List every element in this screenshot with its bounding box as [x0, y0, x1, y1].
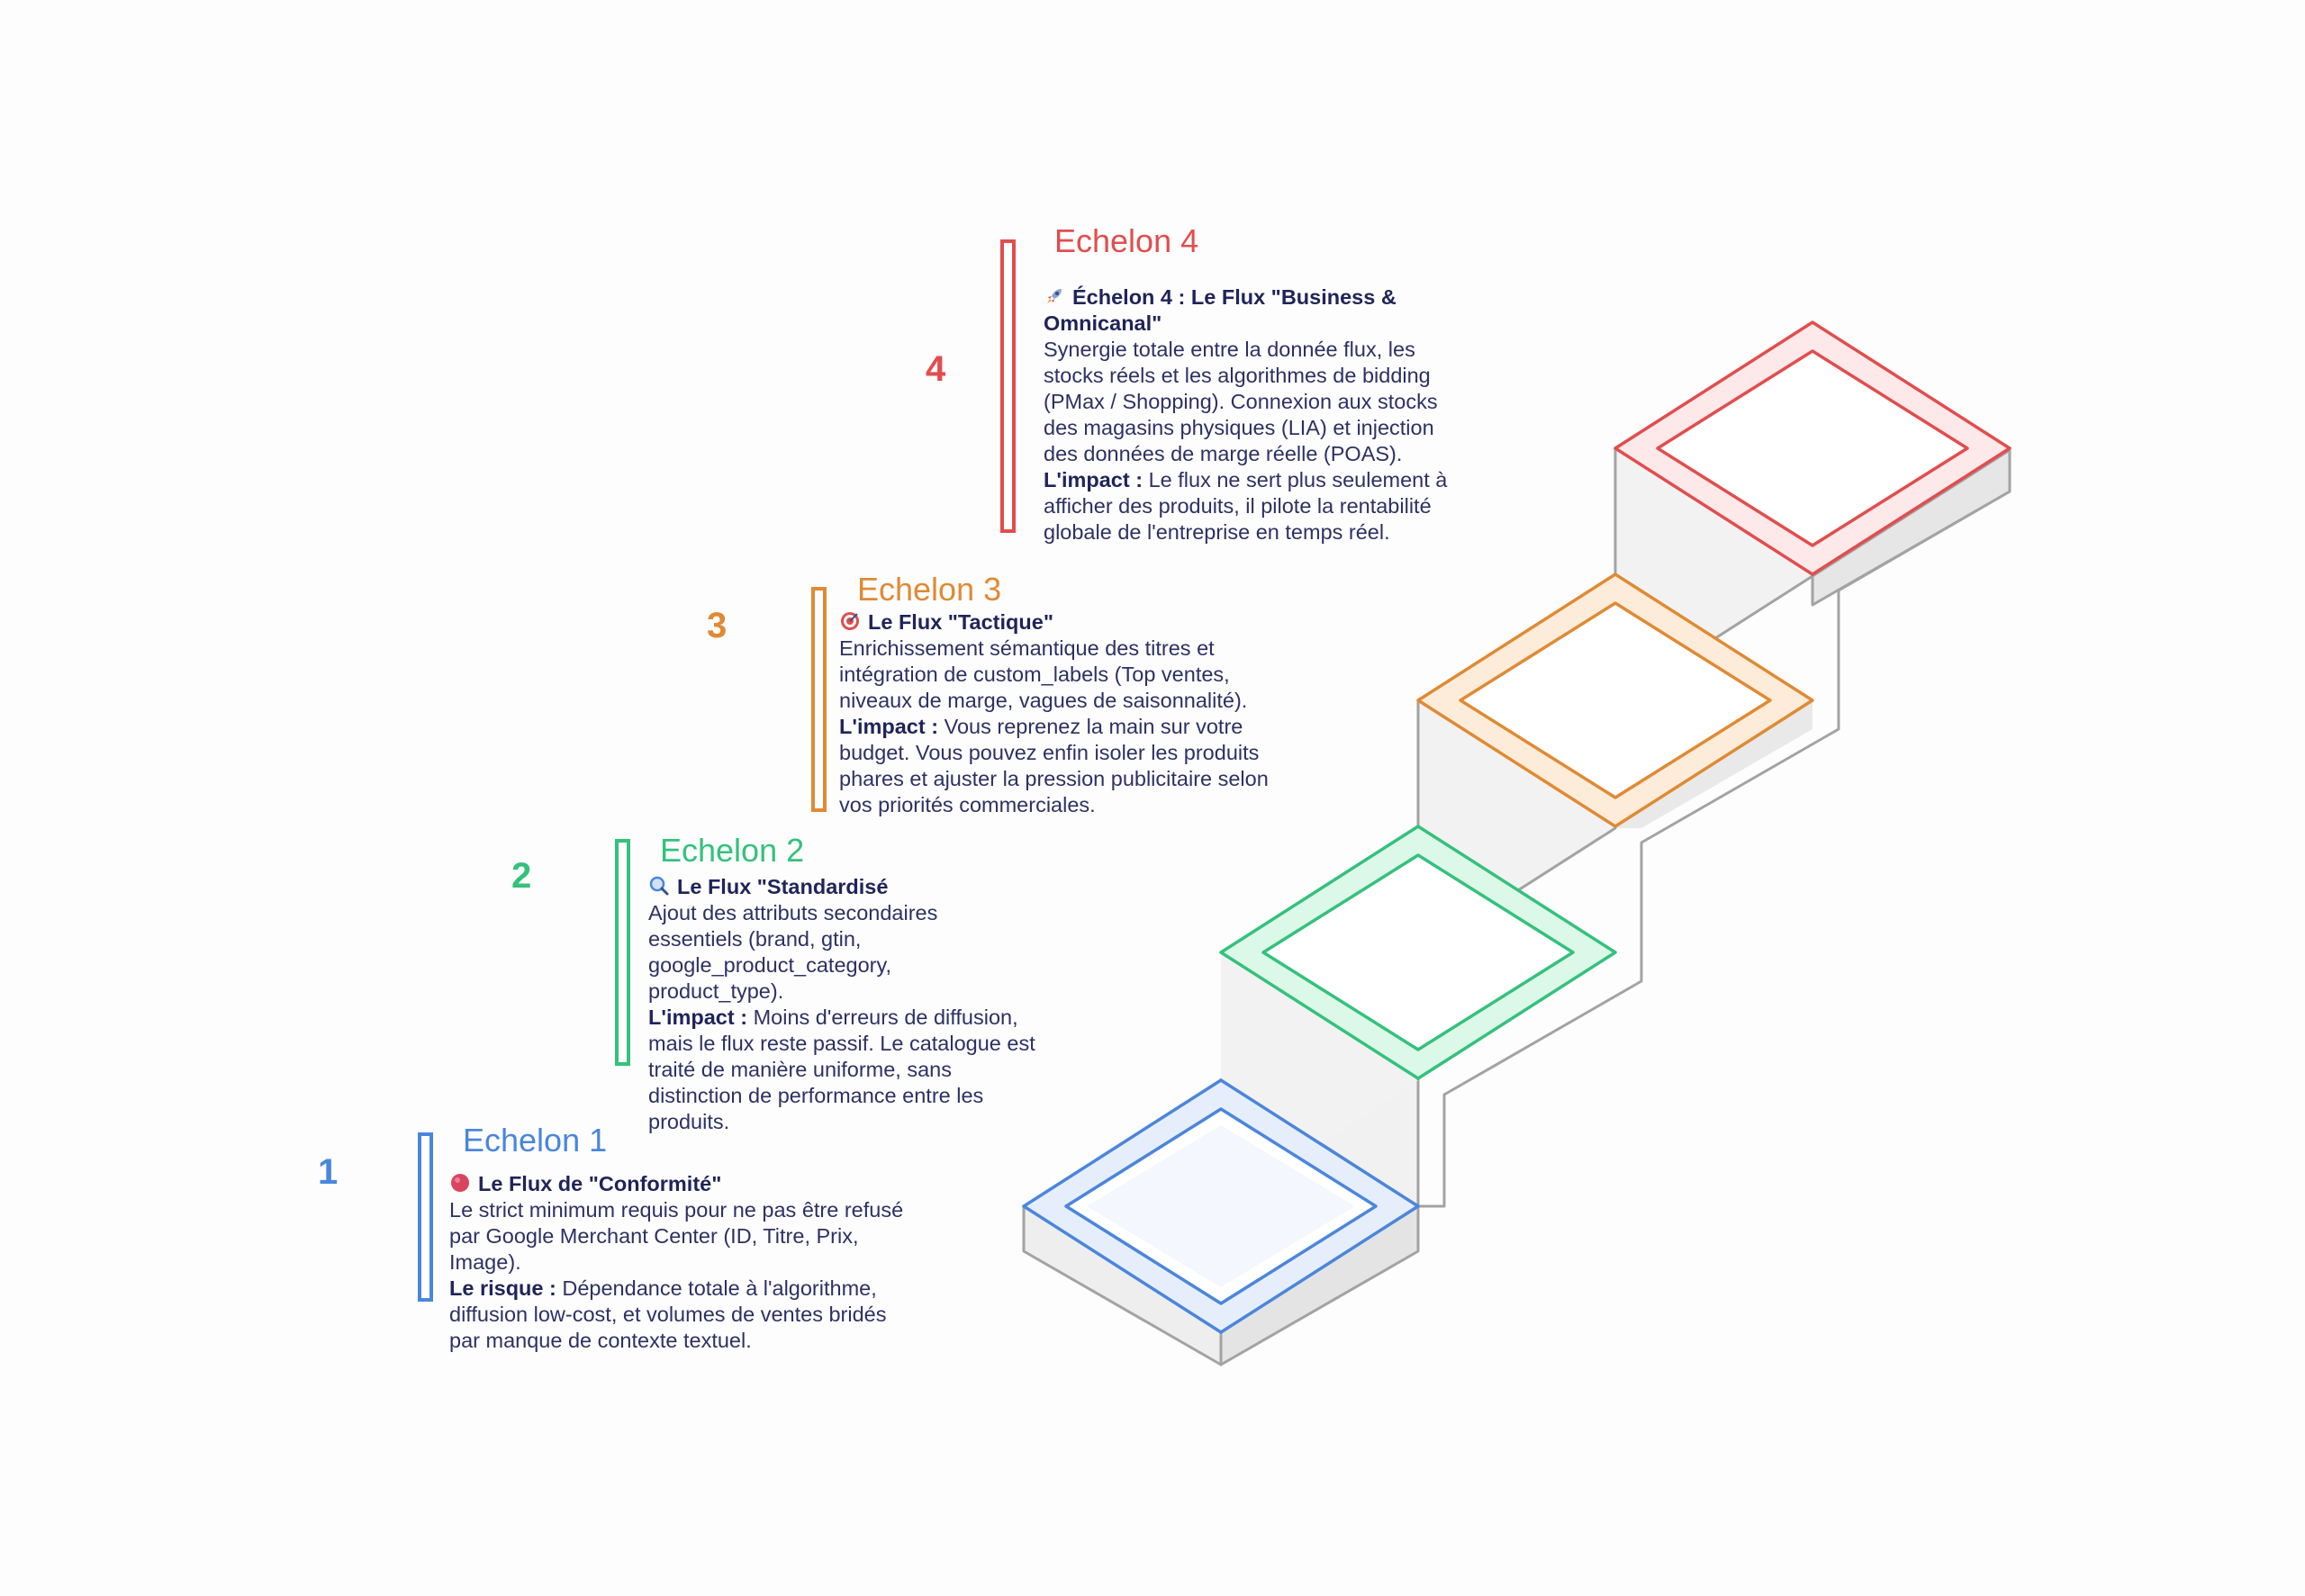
step1-heading-text: Le Flux de "Conformité" — [478, 1172, 722, 1195]
step4-desc-4: des magasins physiques (LIA) et injectio… — [1044, 416, 1434, 439]
step4-platform — [1614, 320, 2011, 576]
step4-desc-1: Synergie totale entre la donnée flux, le… — [1044, 338, 1415, 361]
step4-desc-3: (PMax / Shopping). Connexion aux stocks — [1044, 390, 1438, 413]
step4-inner — [1656, 349, 1969, 547]
step2-text-block: Le Flux "Standardisé Ajout des attributs… — [648, 874, 1116, 1135]
magnifying-glass-icon — [649, 876, 669, 896]
step3-number: 3 — [707, 606, 728, 645]
step2-impact-2: mais le flux reste passif. Le catalogue … — [648, 1032, 1035, 1055]
step4-impact-3: globale de l'entreprise en temps réel. — [1044, 520, 1390, 544]
step4-number: 4 — [926, 349, 946, 389]
step1-text-block: Le Flux de "Conformité" Le strict minimu… — [449, 1171, 1026, 1354]
step2-desc-2: essentiels (brand, gtin, — [648, 927, 862, 951]
step2-impact-3: traité de manière uniforme, sans — [648, 1058, 952, 1081]
step2-desc-1: Ajout des attributs secondaires — [648, 901, 938, 924]
target-icon — [841, 612, 859, 630]
step4-impact-2: afficher des produits, il pilote la rent… — [1044, 494, 1432, 518]
step1-impact-label: Le risque : — [449, 1276, 556, 1300]
red-circle-icon — [451, 1174, 469, 1192]
step3-impact-2: budget. Vous pouvez enfin isoler les pro… — [839, 741, 1260, 764]
step4-bar — [1000, 239, 1016, 533]
step4-impact-label: L'impact : — [1044, 468, 1143, 491]
step3-desc-1: Enrichissement sémantique des titres et — [839, 636, 1215, 660]
step3-bar — [811, 587, 827, 812]
step2-number: 2 — [511, 856, 532, 896]
step1-impact-1: Dépendance totale à l'algorithme, — [562, 1276, 877, 1300]
step1-impact-line-1: Le risque : Dépendance totale à l'algori… — [449, 1276, 1026, 1302]
step3-impact-4: vos priorités commerciales. — [839, 793, 1096, 816]
step2-impact-4: distinction de performance entre les — [648, 1084, 984, 1107]
step3-impact-label: L'impact : — [839, 715, 939, 738]
step4-impact-line-1: L'impact : Le flux ne sert plus seulemen… — [1044, 467, 1548, 493]
step4-heading-line2: Omnicanal" — [1044, 311, 1162, 335]
step1-bar — [418, 1132, 433, 1302]
step1-desc-2: par Google Merchant Center (ID, Titre, P… — [449, 1224, 859, 1248]
step3-impact-1: Vous reprenez la main sur votre — [944, 715, 1243, 738]
step1-heading: Le Flux de "Conformité" — [449, 1171, 1026, 1197]
step3-impact-3: phares et ajuster la pression publicitai… — [839, 767, 1269, 790]
step2-desc-3: google_product_category, — [648, 953, 892, 977]
step1-impact-3: par manque de contexte textuel. — [449, 1329, 752, 1352]
step2-bar — [615, 839, 630, 1066]
step3-impact-line-1: L'impact : Vous reprenez la main sur vot… — [839, 714, 1343, 740]
step2-inner — [1261, 853, 1575, 1051]
step2-heading-text: Le Flux "Standardisé — [677, 875, 889, 898]
step3-platform — [1416, 573, 1814, 828]
step1-platform — [1022, 1078, 1420, 1334]
step4-impact-1: Le flux ne sert plus seulement à — [1148, 468, 1448, 491]
step4-title: Echelon 4 — [1054, 222, 1199, 259]
step1-title: Echelon 1 — [463, 1122, 608, 1159]
step2-impact-label: L'impact : — [648, 1005, 748, 1029]
step3-heading: Le Flux "Tactique" — [839, 609, 1343, 636]
step1-number: 1 — [318, 1152, 339, 1192]
step2-heading: Le Flux "Standardisé — [648, 874, 1116, 900]
step4-desc-5: des données de marge réelle (POAS). — [1044, 442, 1403, 465]
step2-title: Echelon 2 — [660, 832, 805, 869]
step3-text-block: Le Flux "Tactique" Enrichissement sémant… — [839, 609, 1343, 818]
step2-impact-1: Moins d'erreurs de diffusion, — [753, 1005, 1018, 1029]
step4-desc-2: stocks réels et les algorithmes de biddi… — [1044, 364, 1431, 387]
step3-desc-2: intégration de custom_labels (Top ventes… — [839, 663, 1230, 686]
step2-platform — [1219, 825, 1617, 1080]
step2-desc-4: product_type). — [648, 979, 784, 1003]
step4-heading: Échelon 4 : Le Flux "Business & — [1044, 284, 1548, 311]
step1-desc-1: Le strict minimum requis pour ne pas êtr… — [449, 1198, 904, 1222]
step1-impact-2: diffusion low-cost, et volumes de ventes… — [449, 1303, 887, 1326]
step2-impact-5: produits. — [648, 1110, 730, 1133]
step2-impact-line-1: L'impact : Moins d'erreurs de diffusion, — [648, 1005, 1116, 1031]
step1-inner-shade — [1087, 1125, 1355, 1287]
rocket-icon — [1047, 289, 1062, 303]
step3-heading-text: Le Flux "Tactique" — [868, 610, 1053, 634]
step4-heading-text: Échelon 4 : Le Flux "Business & — [1072, 285, 1397, 309]
step3-desc-3: niveaux de marge, vagues de saisonnalité… — [839, 689, 1248, 712]
step3-title: Echelon 3 — [857, 571, 1002, 608]
step4-text-block: Échelon 4 : Le Flux "Business & Omnicana… — [1044, 284, 1548, 546]
step3-inner — [1459, 601, 1772, 799]
step1-desc-3: Image). — [449, 1250, 521, 1274]
